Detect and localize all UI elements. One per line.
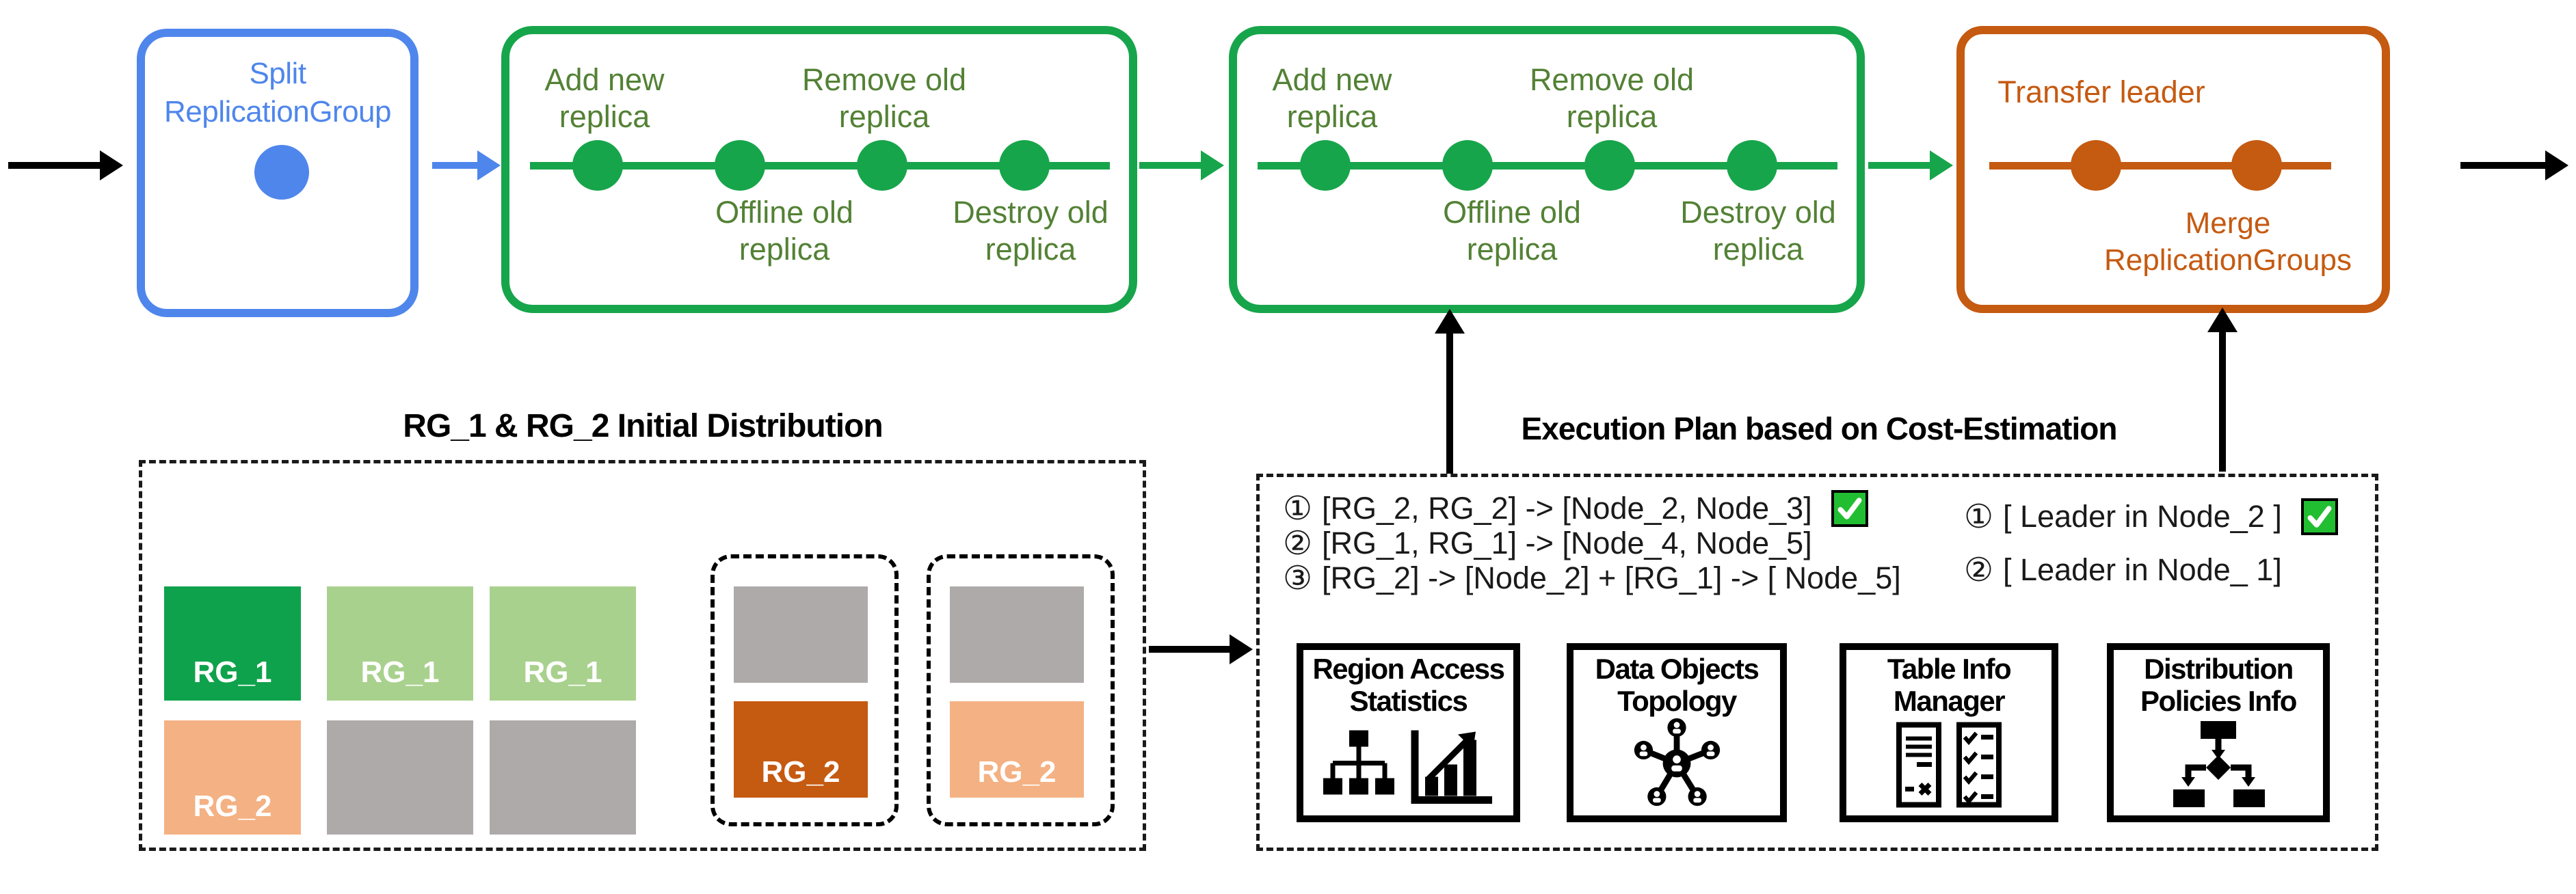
migrate2-to-merge-arrow	[1868, 150, 1953, 180]
execution-plan-panel: ① [RG_2, RG_2] -> [Node_2, Node_3] ② [RG…	[1256, 474, 2378, 851]
timeline-dot	[1584, 140, 1635, 191]
replica-block: RG_2	[950, 701, 1084, 798]
info-box-title: Region Access Statistics	[1312, 653, 1505, 717]
replica-block	[490, 720, 636, 835]
info-box-title: Table Info Manager	[1887, 653, 2012, 717]
placement-step: ① [RG_2, RG_2] -> [Node_2, Node_3]	[1283, 490, 1868, 527]
timeline-dot	[2071, 140, 2121, 191]
network-topology-icon	[1634, 718, 1720, 807]
add-new-replica-label: Add new replica	[544, 62, 665, 134]
table-info-manager-box: Table Info Manager	[1840, 643, 2058, 822]
leader-step: ① [ Leader in Node_2 ]	[1964, 498, 2338, 535]
replica-block	[734, 586, 868, 683]
flowchart-icon	[2173, 721, 2265, 807]
info-box-icons	[2114, 721, 2323, 809]
migrate-replicas-box-2: Add new replica Remove old replica Offli…	[1229, 26, 1865, 313]
timeline-dot	[572, 140, 623, 191]
node-group: RG_2	[711, 554, 899, 826]
step-text: [ Leader in Node_ 1]	[2003, 552, 2282, 587]
initial-distribution-title: RG_1 & RG_2 Initial Distribution	[403, 408, 883, 444]
info-box-icons	[1846, 721, 2051, 809]
check-icon	[2300, 498, 2338, 535]
split-replicationgroup-box: Split ReplicationGroup	[137, 29, 419, 317]
replica-block	[950, 586, 1084, 683]
merge-replicationgroups-box: Transfer leader Merge ReplicationGroups	[1956, 26, 2390, 313]
step-number: ③	[1283, 560, 1313, 597]
region-access-statistics-box: Region Access Statistics	[1297, 643, 1520, 822]
distribution-to-plan-arrow	[1149, 634, 1253, 664]
replica-timeline	[530, 162, 1110, 170]
replica-block: RG_1	[490, 586, 636, 701]
step-number: ②	[1283, 526, 1313, 562]
leader-timeline	[1989, 162, 2331, 170]
timeline-dot	[999, 140, 1050, 191]
step-text: [RG_2, RG_2] -> [Node_2, Node_3]	[1322, 491, 1812, 526]
initial-distribution-panel: RG_1 RG_1 RG_1 RG_2 RG_2 RG_2	[139, 460, 1146, 851]
add-new-replica-label: Add new replica	[1272, 62, 1392, 134]
step-text: [RG_1, RG_1] -> [Node_4, Node_5]	[1322, 526, 1812, 560]
replica-block	[327, 720, 473, 835]
replica-block: RG_2	[164, 720, 301, 835]
info-box-icons	[1303, 728, 1513, 809]
offline-old-replica-label: Offline old replica	[1443, 195, 1581, 267]
replica-timeline	[1258, 162, 1837, 170]
replica-block: RG_1	[164, 586, 301, 701]
timeline-dot	[1300, 140, 1351, 191]
replica-block: RG_1	[327, 586, 473, 701]
step-number: ②	[1964, 552, 1994, 588]
timeline-dot	[2231, 140, 2282, 191]
plan-to-migrate2-arrow	[1435, 309, 1465, 474]
offline-old-replica-label: Offline old replica	[715, 195, 853, 267]
step-text: [RG_2] -> [Node_2] + [RG_1] -> [ Node_5]	[1322, 560, 1901, 595]
placement-step: ③ [RG_2] -> [Node_2] + [RG_1] -> [ Node_…	[1283, 560, 1901, 597]
step-number: ①	[1964, 499, 1994, 535]
migrate-replicas-box-1: Add new replica Remove old replica Offli…	[501, 26, 1137, 313]
checklist-icon	[1956, 722, 2002, 808]
info-box-icons	[1574, 716, 1780, 809]
check-icon	[1831, 490, 1868, 527]
exit-arrow	[2460, 150, 2568, 180]
node-group: RG_2	[927, 554, 1115, 826]
info-box-title: Distribution Policies Info	[2140, 653, 2297, 717]
replica-block: RG_2	[734, 701, 868, 798]
split-to-migrate-arrow	[432, 150, 501, 180]
state-dot	[254, 145, 309, 200]
plan-to-merge-arrow	[2207, 308, 2238, 472]
timeline-dot	[715, 140, 765, 191]
transfer-leader-label: Transfer leader	[1997, 74, 2205, 109]
remove-old-replica-label: Remove old replica	[1529, 62, 1695, 134]
remove-old-replica-label: Remove old replica	[801, 62, 967, 134]
bar-chart-icon	[1411, 730, 1492, 804]
placement-step: ② [RG_1, RG_1] -> [Node_4, Node_5]	[1283, 526, 1812, 562]
timeline-dot	[1727, 140, 1777, 191]
merge-replicationgroups-label: Merge ReplicationGroups	[2104, 206, 2352, 277]
document-list-icon	[1896, 722, 1941, 808]
distribution-policies-info-box: Distribution Policies Info	[2107, 643, 2330, 822]
timeline-dot	[857, 140, 907, 191]
entry-arrow	[8, 150, 123, 180]
destroy-old-replica-label: Destroy old replica	[953, 195, 1108, 267]
info-box-title: Data Objects Topology	[1595, 653, 1760, 717]
step-text: [ Leader in Node_2 ]	[2003, 499, 2282, 534]
migrate1-to-migrate2-arrow	[1139, 150, 1224, 180]
destroy-old-replica-label: Destroy old replica	[1680, 195, 1836, 267]
split-box-title: Split ReplicationGroup	[164, 57, 391, 128]
step-number: ①	[1283, 491, 1313, 527]
org-chart-icon	[1323, 730, 1394, 795]
timeline-dot	[1442, 140, 1493, 191]
execution-plan-title: Execution Plan based on Cost-Estimation	[1521, 411, 2118, 446]
data-objects-topology-box: Data Objects Topology	[1567, 643, 1787, 822]
leader-step: ② [ Leader in Node_ 1]	[1964, 552, 2282, 588]
